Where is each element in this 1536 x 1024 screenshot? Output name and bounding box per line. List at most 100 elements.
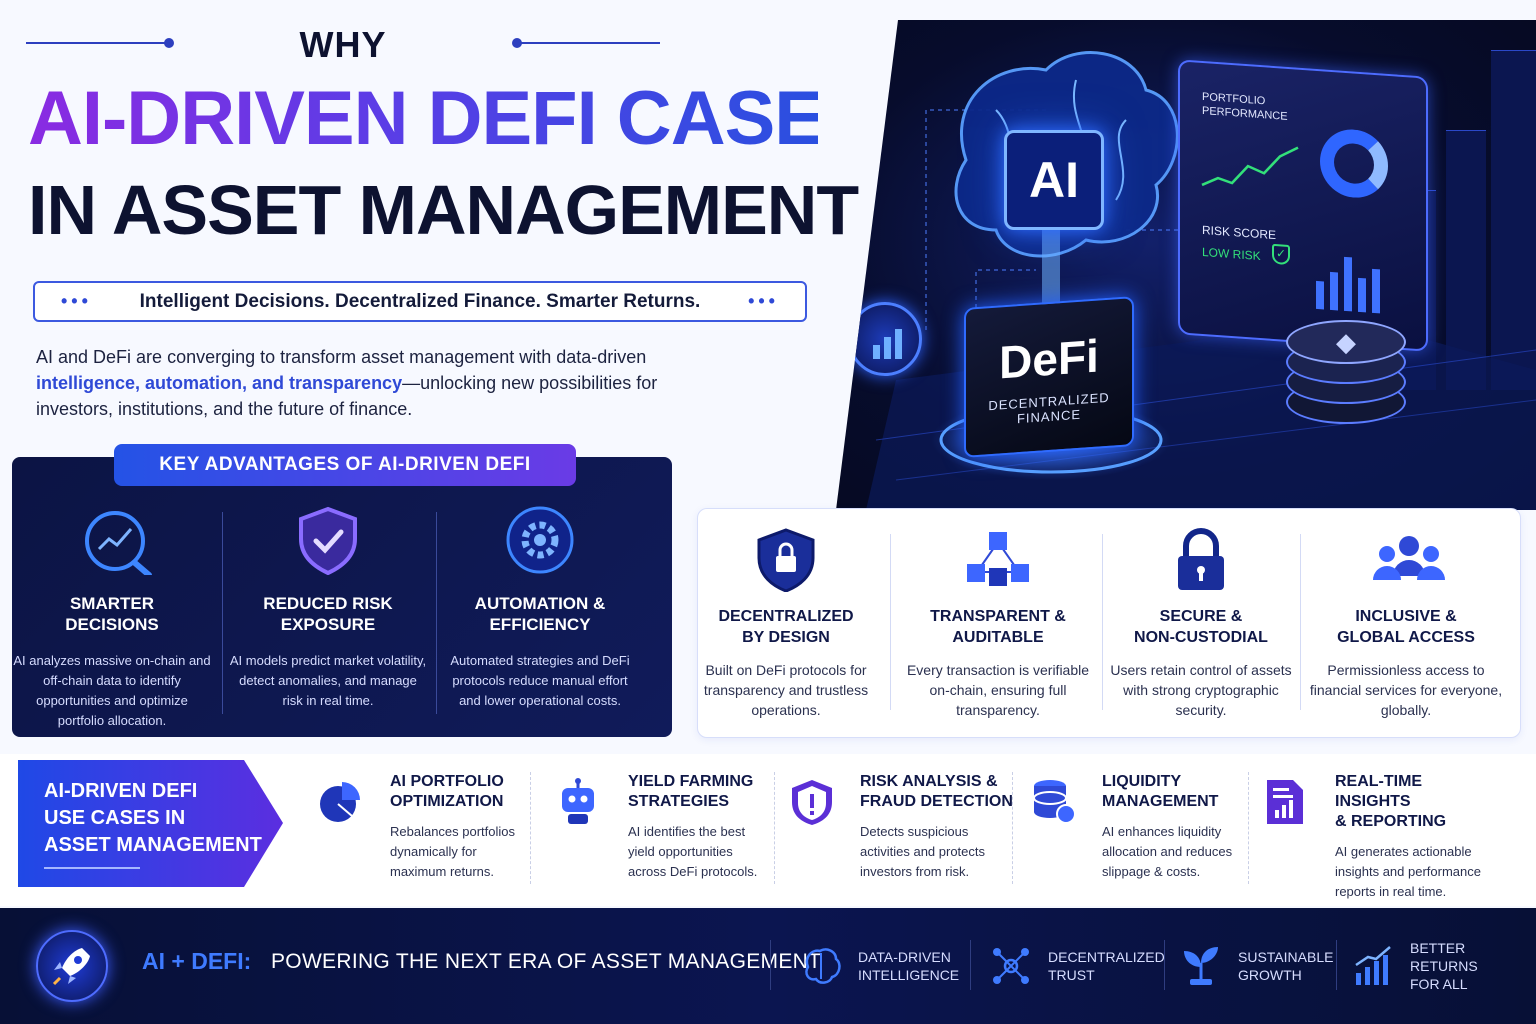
divider <box>890 534 891 710</box>
tagline-box: ••• Intelligent Decisions. Decentralized… <box>33 281 807 322</box>
divider <box>1012 772 1013 884</box>
footer-item-text: DATA-DRIVEN <box>858 949 951 965</box>
feature-title: SECURE & <box>1159 608 1243 625</box>
use-case-title: FRAUD DETECTION <box>860 793 1013 810</box>
bar-chart-icon <box>1316 256 1380 314</box>
use-case-text: AI generates actionable insights and per… <box>1335 844 1481 899</box>
risk-score-title: RISK SCORE <box>1202 222 1277 243</box>
database-coins-icon <box>1030 778 1076 826</box>
line-chart-icon <box>1201 146 1299 187</box>
use-case-title: STRATEGIES <box>628 793 730 810</box>
feature-transparent: TRANSPARENT &AUDITABLE Every transaction… <box>895 528 1101 720</box>
intro-text-1: AI and DeFi are converging to transform … <box>36 347 647 367</box>
page-title-line1: AI-DRIVEN DEFI CASES <box>28 76 875 161</box>
report-document-icon <box>1263 778 1307 826</box>
footer-lead: AI + DEFI: <box>142 948 252 974</box>
use-case-title: MANAGEMENT <box>1102 793 1219 810</box>
use-case-risk: RISK ANALYSIS &FRAUD DETECTION Detects s… <box>788 772 1014 882</box>
donut-chart-icon <box>1320 127 1388 200</box>
defi-box: DeFi DECENTRALIZED FINANCE <box>964 296 1134 458</box>
divider <box>970 940 971 990</box>
page-title-line2: IN ASSET MANAGEMENT <box>28 171 859 249</box>
intro-highlight: intelligence, automation, and transparen… <box>36 373 403 393</box>
panel-title-2: PERFORMANCE <box>1202 104 1288 123</box>
feature-text: Every transaction is verifiable on-chain… <box>906 662 1090 718</box>
divider <box>774 772 775 884</box>
footer-item-text: TRUST <box>1048 967 1095 983</box>
title-decor-line-left <box>26 38 174 48</box>
use-case-insights: REAL-TIME INSIGHTS& REPORTING AI generat… <box>1263 772 1489 902</box>
feature-text: Built on DeFi protocols for transparency… <box>703 662 869 718</box>
footer-item-text: DECENTRALIZED <box>1048 949 1165 965</box>
use-case-liquidity: LIQUIDITY MANAGEMENT AI enhances liquidit… <box>1030 772 1256 882</box>
feature-secure: SECURE &NON-CUSTODIAL Users retain contr… <box>1098 528 1304 720</box>
padlock-icon <box>1166 528 1236 592</box>
users-group-icon <box>1371 528 1445 592</box>
shield-check-icon <box>293 505 363 576</box>
blockchain-network-icon <box>963 528 1033 592</box>
use-case-title: YIELD FARMING <box>628 773 754 790</box>
network-nodes-icon <box>990 945 1032 987</box>
plant-growth-icon <box>1180 945 1222 987</box>
use-case-title: REAL-TIME INSIGHTS <box>1335 773 1423 810</box>
use-case-text: AI identifies the best yield opportuniti… <box>628 824 758 879</box>
divider <box>222 512 223 714</box>
advantage-text: Automated strategies and DeFi protocols … <box>450 653 630 708</box>
check-shield-icon: ✓ <box>1272 243 1290 266</box>
use-cases-heading-line2: USE CASES IN <box>44 807 186 829</box>
tagline-dots-right: ••• <box>748 291 779 311</box>
use-case-title: RISK ANALYSIS & <box>860 773 998 790</box>
divider <box>1300 534 1301 710</box>
advantage-title: REDUCED RISK <box>263 594 393 613</box>
advantage-automation: AUTOMATION &EFFICIENCY Automated strateg… <box>434 505 646 711</box>
rocket-icon <box>36 930 108 1002</box>
title-decor-line-right <box>512 38 660 48</box>
ai-chip: AI <box>1004 130 1104 230</box>
use-cases-heading-line1: AI-DRIVEN DEFI <box>44 780 198 802</box>
advantage-title: SMARTER <box>69 594 155 613</box>
use-cases-heading-line3: ASSET MANAGEMENT <box>44 834 262 856</box>
footer-item-decentralized: DECENTRALIZED TRUST <box>990 944 1165 988</box>
footer-item-text: FOR ALL <box>1410 976 1468 992</box>
tagline-text: Intelligent Decisions. Decentralized Fin… <box>139 290 701 312</box>
features-panel <box>697 508 1521 738</box>
feature-text: Permissionless access to financial servi… <box>1309 662 1503 718</box>
footer-item-text: GROWTH <box>1238 967 1302 983</box>
feature-title: NON-CUSTODIAL <box>1134 629 1268 646</box>
footer-item-text: INTELLIGENCE <box>858 967 960 983</box>
footer-item-data-driven: DATA-DRIVEN INTELLIGENCE <box>800 944 959 988</box>
footer-band <box>0 908 1536 1024</box>
use-case-title: OPTIMIZATION <box>390 793 504 810</box>
footer-tagline: POWERING THE NEXT ERA OF ASSET MANAGEMEN… <box>271 950 822 973</box>
advantage-title: EXPOSURE <box>280 615 376 634</box>
divider <box>530 772 531 884</box>
use-case-title: LIQUIDITY <box>1102 773 1182 790</box>
risk-score-value: LOW RISK <box>1202 244 1261 264</box>
feature-title: BY DESIGN <box>742 629 830 646</box>
heading-underline <box>44 867 140 869</box>
use-case-text: Rebalances portfolios dynamically for ma… <box>390 824 516 879</box>
use-case-title: AI PORTFOLIO <box>390 773 504 790</box>
tagline-dots-left: ••• <box>61 291 92 311</box>
key-advantages-heading: KEY ADVANTAGES OF AI-DRIVEN DEFI <box>114 444 576 486</box>
pie-chart-icon <box>318 778 362 826</box>
feature-title: AUDITABLE <box>952 629 1044 646</box>
feature-title: INCLUSIVE & <box>1355 608 1457 625</box>
divider <box>1164 940 1165 990</box>
defi-box-label: DeFi <box>999 329 1099 389</box>
use-case-portfolio: AI PORTFOLIO OPTIMIZATION Rebalances port… <box>318 772 544 882</box>
divider <box>1248 772 1249 884</box>
footer-item-text: SUSTAINABLE <box>1238 949 1334 965</box>
use-cases-heading-arrow: AI-DRIVEN DEFI USE CASES IN ASSET MANAGE… <box>18 760 283 887</box>
use-case-text: AI enhances liquidity allocation and red… <box>1102 824 1233 879</box>
advantage-text: AI analyzes massive on-chain and off-cha… <box>13 653 211 728</box>
footer-item-sustainable: SUSTAINABLE GROWTH <box>1180 944 1333 988</box>
brain-icon <box>800 945 842 987</box>
dashboard-panel: PORTFOLIO PERFORMANCE RISK SCORE LOW RIS… <box>1178 59 1428 352</box>
use-case-yield: YIELD FARMING STRATEGIES AI identifies th… <box>556 772 782 882</box>
hero-illustration: AI DeFi DECENTRALIZED FINANCE PORTFOLIO … <box>836 20 1536 510</box>
